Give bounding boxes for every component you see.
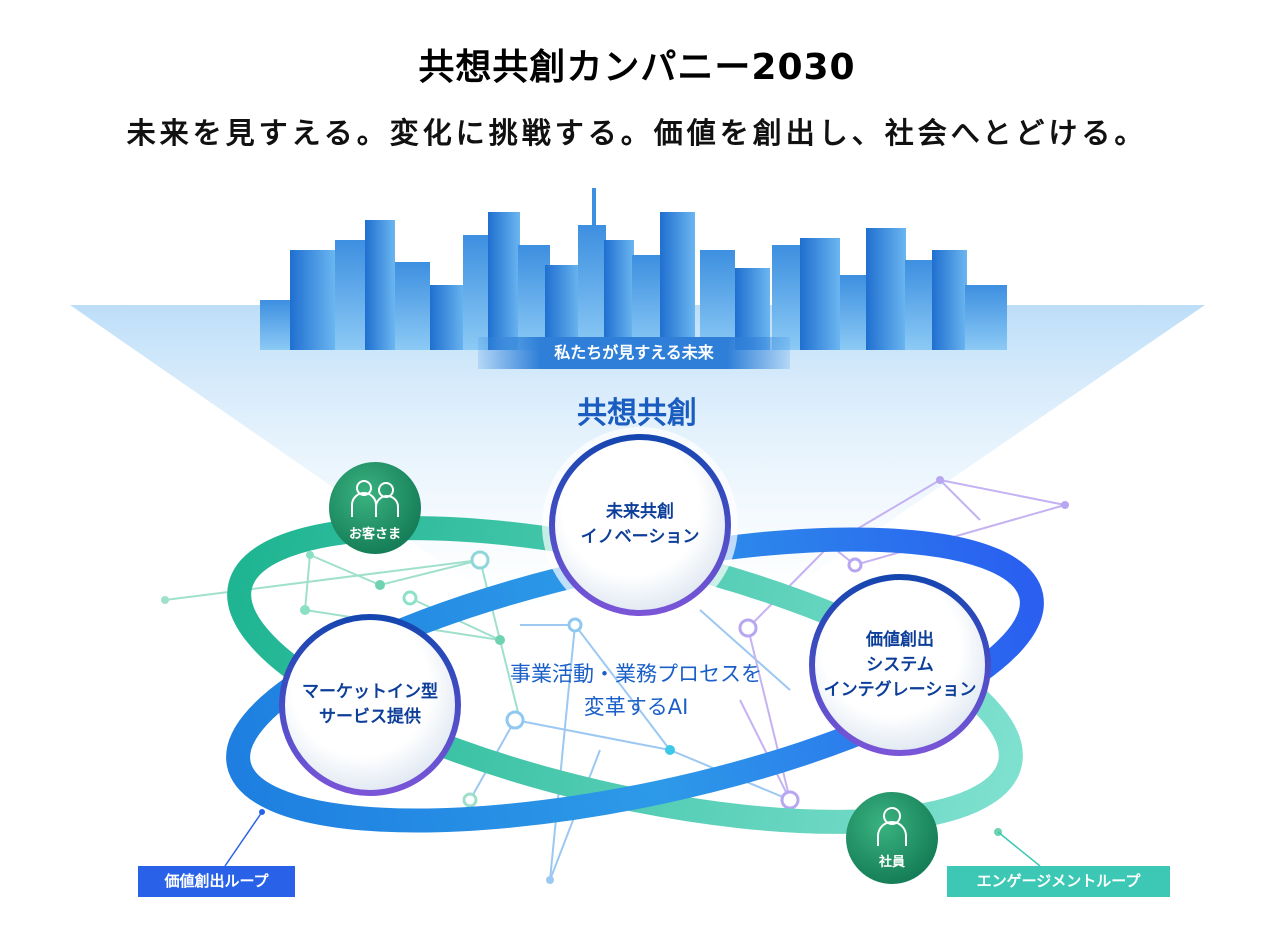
ai-text-line2: 変革するAI: [583, 695, 689, 719]
customers-icon: [351, 480, 399, 517]
employees-label: 社員: [878, 855, 905, 870]
value-loop-label: 価値創出ループ: [138, 866, 295, 897]
page-subtitle: 未来を見すえる。変化に挑戦する。価値を創出し、社会へとどける。: [126, 116, 1148, 150]
employee-icon: [877, 807, 907, 846]
core-concept-title: 共想共創: [577, 396, 697, 431]
node-future-innovation: 未来共創 イノベーション: [552, 437, 728, 613]
node-market-in-service: マーケットイン型 サービス提供: [282, 617, 458, 793]
customers-badge: お客さま: [329, 462, 421, 554]
node-label: イノベーション: [580, 527, 700, 547]
node-system-integration: 価値創出 システム インテグレーション: [812, 577, 988, 753]
ai-transformation-text: 事業活動・業務プロセスを 変革するAI: [440, 658, 832, 724]
page-title: 共想共創カンパニー2030: [418, 47, 856, 88]
node-label: マーケットイン型: [302, 682, 438, 702]
ai-text-line1: 事業活動・業務プロセスを: [510, 662, 762, 686]
node-label: 未来共創: [606, 502, 674, 522]
node-label: サービス提供: [319, 707, 421, 727]
employees-badge: 社員: [846, 792, 938, 884]
node-circles: [279, 427, 991, 884]
node-label: システム: [866, 654, 934, 675]
engagement-loop-label: エンゲージメントループ: [947, 866, 1170, 897]
node-label: 価値創出: [866, 629, 934, 650]
ai-network-graphic: [161, 476, 1069, 884]
future-banner: 私たちが見すえる未来: [478, 337, 790, 369]
node-label: インテグレーション: [823, 679, 977, 700]
city-skyline-icon: [260, 188, 1007, 350]
customers-label: お客さま: [348, 527, 401, 542]
